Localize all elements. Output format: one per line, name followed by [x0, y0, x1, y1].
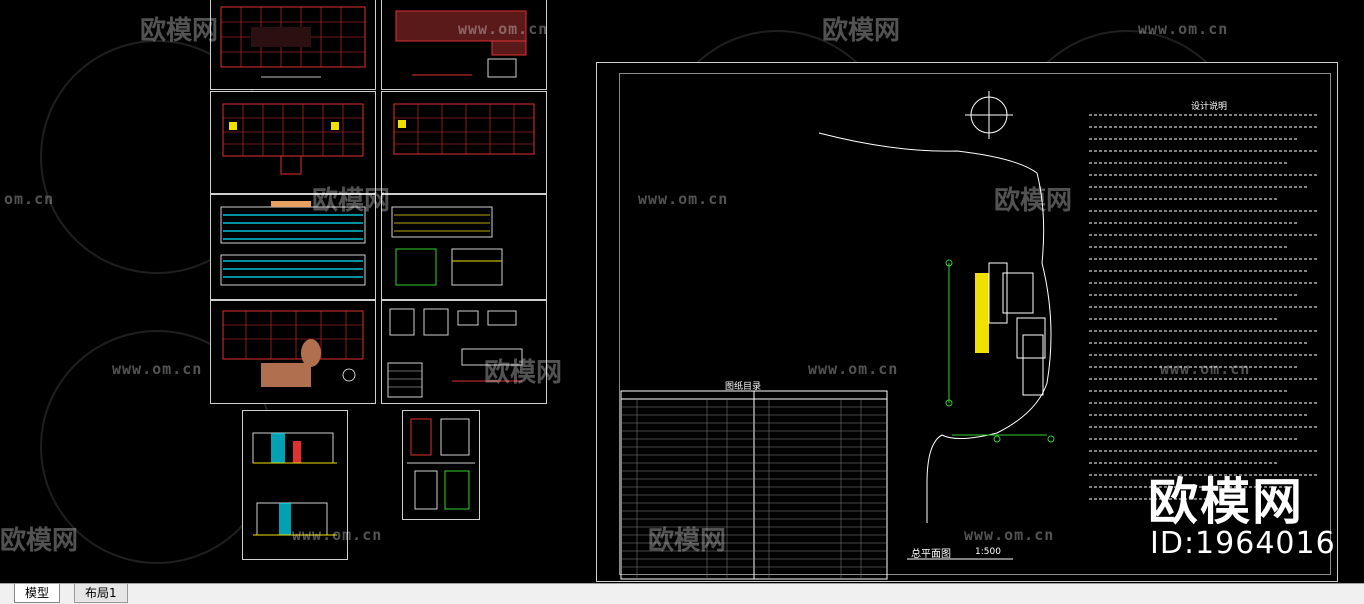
drawing-sheet-roof-plan[interactable]	[381, 0, 547, 90]
site-plan-label: 总平面图	[911, 549, 951, 560]
drawing-sheet-elevations-2[interactable]	[381, 194, 547, 300]
detail-drawing	[387, 308, 523, 398]
drawing-sheet-floor-plan-1[interactable]	[210, 0, 376, 90]
floor-plan-drawing	[393, 103, 535, 155]
design-notes-title: 设计说明	[1191, 102, 1228, 112]
floor-plan-drawing	[222, 103, 364, 175]
watermark-url: om.cn	[4, 190, 55, 208]
drawing-sheet-elevations[interactable]	[210, 194, 376, 300]
elevation-drawing	[391, 206, 503, 286]
drawing-sheet-site-plan[interactable]: 设计说明 图纸目录 总平面图 1:500	[596, 62, 1338, 582]
watermark-url: www.om.cn	[1138, 20, 1229, 38]
site-plan-drawing	[620, 91, 1317, 580]
watermark-url: www.om.cn	[112, 360, 203, 378]
site-plan-scale: 1:500	[975, 547, 1001, 557]
elevation-drawing	[220, 201, 366, 286]
tab-model[interactable]: 模型	[14, 584, 61, 603]
watermark-brand: 欧模网	[0, 526, 79, 556]
watermark-brand: 欧模网	[140, 16, 219, 46]
drawing-sheet-sections[interactable]	[242, 410, 348, 560]
drawing-sheet-floor-plan-2[interactable]	[210, 91, 376, 194]
stair-detail-drawing	[407, 418, 475, 510]
roof-plan-drawing	[395, 10, 527, 78]
drawing-list-title: 图纸目录	[725, 382, 762, 392]
floor-plan-drawing	[220, 6, 366, 78]
watermark-brand: 欧模网	[822, 16, 901, 46]
drawing-sheet-floor-plan-3[interactable]	[210, 300, 376, 404]
layout-tab-bar: 模型 布局1	[0, 583, 1364, 604]
drawing-sheet-stair-details[interactable]	[402, 410, 480, 520]
cad-model-space[interactable]: 设计说明 图纸目录 总平面图 1:500 欧模网 www.om.cn 欧模网 w…	[0, 0, 1364, 583]
tab-layout1[interactable]: 布局1	[74, 584, 128, 603]
drawing-sheet-floor-plan-4[interactable]	[381, 91, 547, 194]
drawing-sheet-details[interactable]	[381, 300, 547, 404]
floor-plan-drawing	[222, 310, 364, 387]
watermark-id: ID:1964016	[1150, 526, 1336, 561]
watermark-logo: 欧模网	[1148, 473, 1304, 531]
section-drawing	[252, 432, 337, 536]
